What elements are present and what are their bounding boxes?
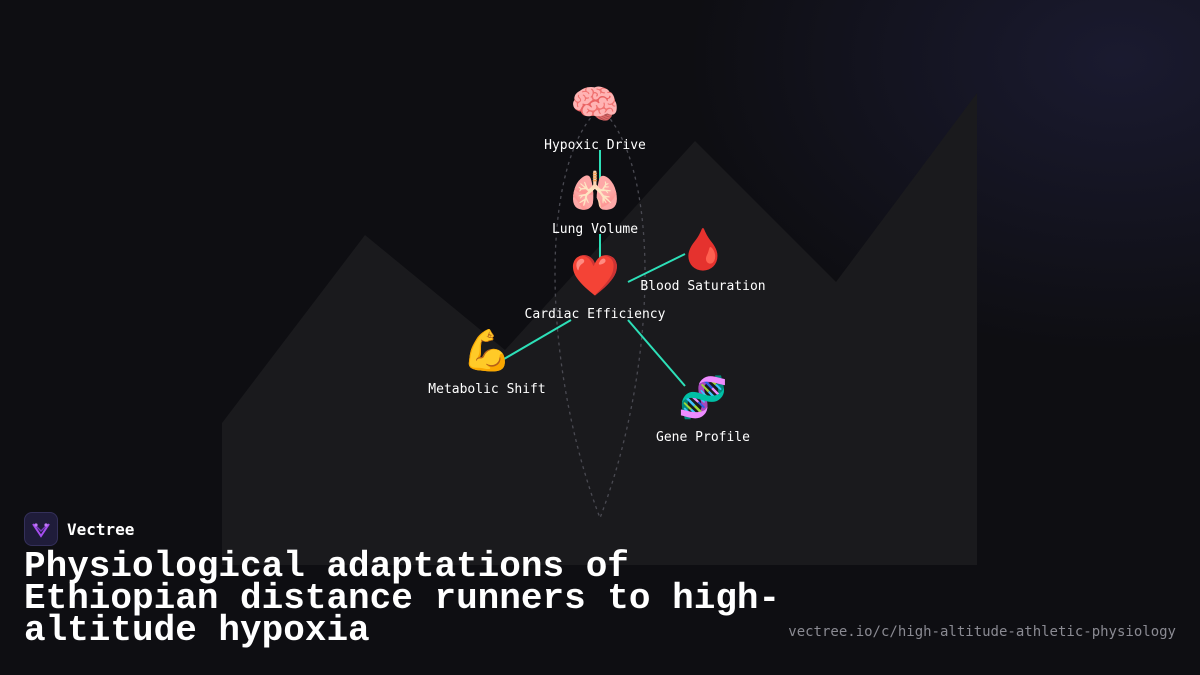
vertical-ellipse-guide — [554, 107, 646, 520]
brand[interactable]: Vectree — [24, 512, 134, 546]
node-label-gene-profile: Gene Profile — [656, 430, 750, 445]
vectree-logo-icon — [24, 512, 58, 546]
dna-icon[interactable]: 🧬 — [678, 375, 728, 421]
node-label-hypoxic-drive: Hypoxic Drive — [544, 138, 646, 153]
edge-group — [503, 150, 686, 387]
node-label-cardiac-efficiency: Cardiac Efficiency — [524, 307, 666, 322]
edge-cardiac-efficiency-to-gene-profile — [627, 319, 686, 387]
node-label-blood-saturation: Blood Saturation — [640, 279, 766, 294]
brand-name: Vectree — [67, 519, 135, 539]
blood-drop-icon[interactable]: 🩸 — [678, 227, 728, 273]
brain-icon[interactable]: 🧠 — [570, 82, 620, 128]
page-url[interactable]: vectree.io/c/high-altitude-athletic-phys… — [788, 624, 1176, 640]
lungs-icon[interactable]: 🫁 — [570, 169, 620, 215]
mountain-silhouette — [222, 93, 977, 565]
node-label-metabolic-shift: Metabolic Shift — [428, 382, 546, 397]
page-title: Physiological adaptations of Ethiopian d… — [24, 546, 781, 651]
heart-icon[interactable]: ❤️ — [570, 253, 620, 299]
edge-cardiac-efficiency-to-metabolic-shift — [503, 319, 572, 360]
flexed-bicep-icon[interactable]: 💪 — [462, 328, 512, 374]
edge-cardiac-efficiency-to-blood-saturation — [627, 253, 686, 283]
node-label-lung-volume: Lung Volume — [551, 222, 639, 237]
